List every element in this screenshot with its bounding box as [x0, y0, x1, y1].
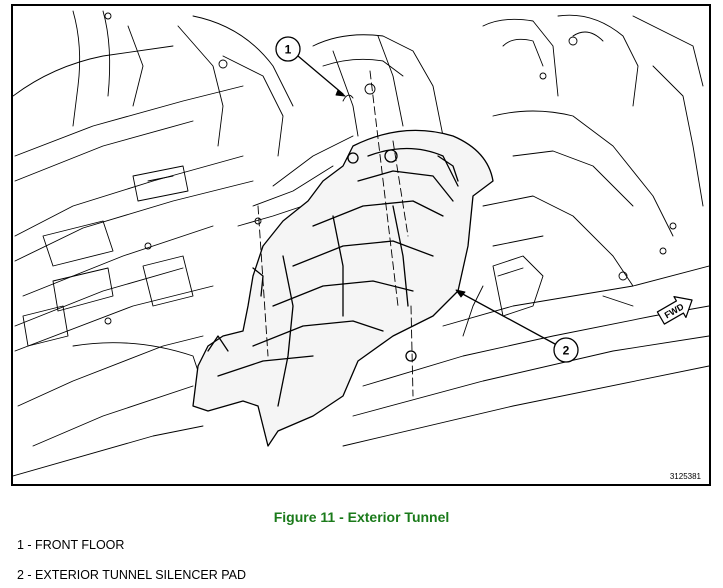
diagram-frame: 1 2 FWD 3125381: [11, 4, 711, 486]
legend-item-front-floor: 1 - FRONT FLOOR: [17, 538, 125, 552]
fastener-alignment-lines: [257, 70, 414, 397]
exterior-tunnel-silencer-pad: [192, 129, 494, 447]
forward-direction-arrow: FWD: [656, 296, 693, 325]
floor-structure-left: [13, 10, 294, 477]
floor-structure-right: [342, 14, 709, 447]
vehicle-floor-illustration: 1 2 FWD: [13, 10, 709, 477]
callout-1: 1: [275, 36, 346, 97]
legend-item-silencer-pad: 2 - EXTERIOR TUNNEL SILENCER PAD: [17, 568, 246, 582]
callout-1-number: 1: [285, 43, 292, 57]
figure-caption: Figure 11 - Exterior Tunnel: [273, 509, 450, 525]
callout-2: 2: [455, 289, 579, 363]
tunnel-structure-top: [237, 34, 444, 227]
figure-id: 3125381: [669, 472, 701, 481]
callout-2-number: 2: [563, 344, 570, 358]
